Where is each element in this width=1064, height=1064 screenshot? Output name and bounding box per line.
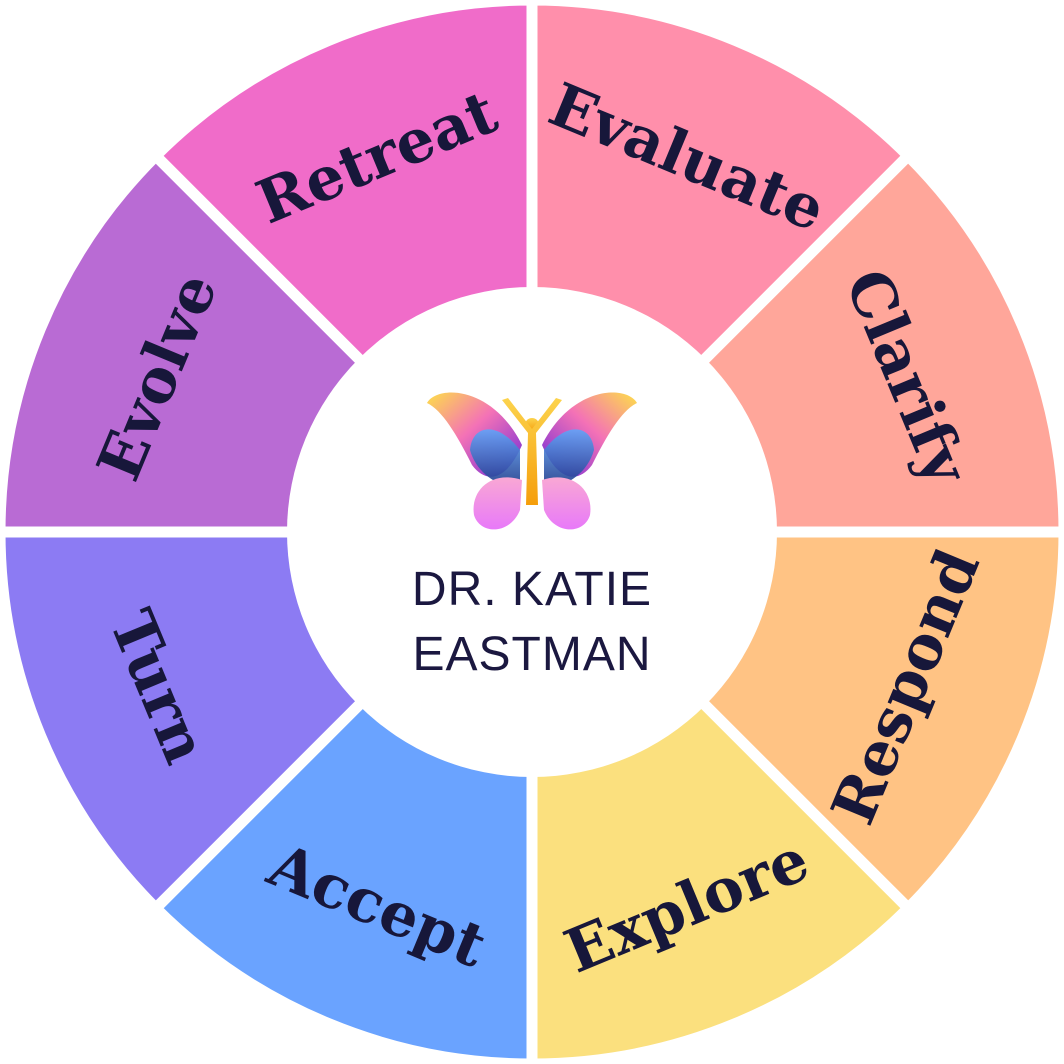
butterfly-icon [427,392,637,530]
brand-name-line2: EASTMAN [412,628,651,681]
center-circle [287,287,777,777]
brand-name-line1: DR. KATIE [412,563,652,616]
